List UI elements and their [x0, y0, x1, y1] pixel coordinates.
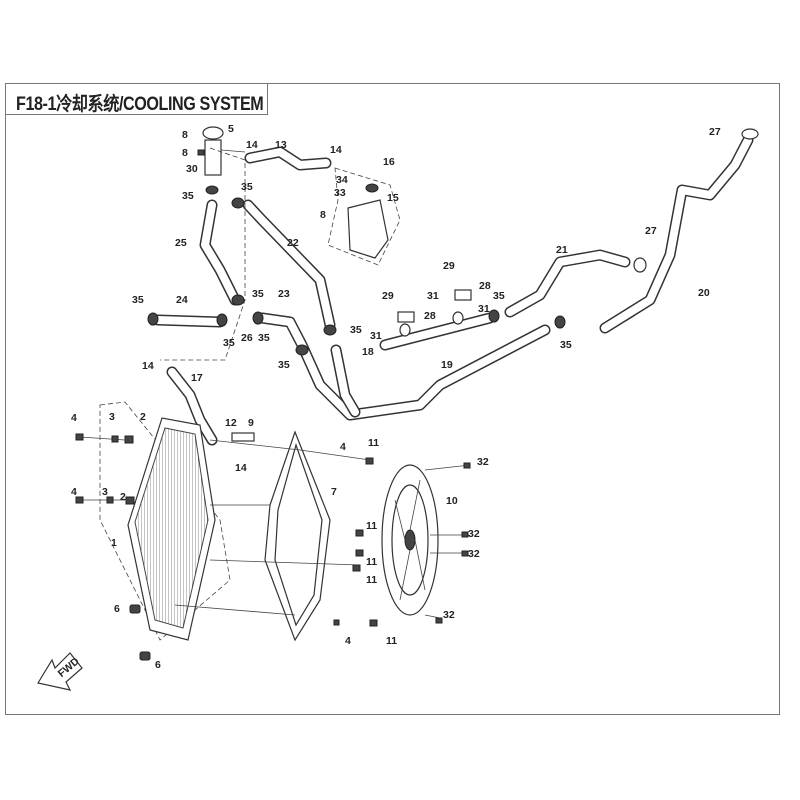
callout: 14: [330, 144, 342, 156]
callout: 14: [246, 139, 258, 151]
callout: 26: [241, 332, 253, 344]
callout: 14: [142, 360, 154, 372]
callout: 3: [109, 411, 115, 423]
callout: 32: [477, 456, 489, 468]
callout: 35: [493, 290, 505, 302]
fan-shroud: [174, 430, 371, 642]
callout: 35: [132, 294, 144, 306]
callout: 4: [71, 486, 77, 498]
callout: 7: [331, 486, 337, 498]
title-box: [5, 83, 268, 115]
callout: 4: [340, 441, 346, 453]
callout: 35: [258, 332, 270, 344]
callout: 6: [114, 603, 120, 615]
callout: 28: [479, 280, 491, 292]
callout: 22: [287, 237, 299, 249]
callout: 2: [140, 411, 146, 423]
callout: 8: [320, 209, 326, 221]
callout: 11: [366, 520, 377, 532]
callout: 34: [336, 174, 348, 186]
diagram-title: F18-1冷却系统/COOLING SYSTEM: [16, 94, 264, 115]
filler-neck: [197, 126, 246, 176]
callout: 8: [182, 147, 188, 159]
callout: 35: [278, 359, 290, 371]
callout: 19: [441, 359, 453, 371]
callout: 15: [387, 192, 399, 204]
callout: 13: [275, 139, 287, 151]
callout: 2: [120, 491, 126, 503]
callout: 16: [383, 156, 395, 168]
radiator: [79, 417, 216, 661]
callout: 35: [241, 181, 253, 193]
hose-clamps: [147, 128, 759, 356]
forward-arrow-icon: FWD: [37, 652, 83, 691]
callout: 4: [345, 635, 351, 647]
callout: 3: [102, 486, 108, 498]
callout: 18: [362, 346, 374, 358]
cooling-fan: [381, 464, 471, 619]
callout: 4: [71, 412, 77, 424]
callout: 29: [382, 290, 394, 302]
callout: 25: [175, 237, 187, 249]
callout: 30: [186, 163, 198, 175]
callout: 32: [468, 528, 480, 540]
callout: 35: [182, 190, 194, 202]
diagram-frame: [5, 83, 780, 715]
callout: 11: [366, 574, 377, 586]
callout: 32: [443, 609, 455, 621]
callout: 6: [155, 659, 161, 671]
callout: 1: [111, 537, 117, 549]
callout: 29: [443, 260, 455, 272]
callout: 9: [248, 417, 254, 429]
callout: 8: [182, 129, 188, 141]
callout: 32: [468, 548, 480, 560]
callout-labels: 5 8 8 14 13 14 30 16 34 33 15 35 35 8 25…: [71, 123, 721, 671]
callout: 28: [424, 310, 436, 322]
expansion-tank: [327, 167, 401, 266]
callout: 11: [366, 556, 377, 568]
callout: 33: [334, 187, 346, 199]
callout: 11: [386, 635, 397, 647]
callout: 12: [225, 417, 237, 429]
callout: 31: [427, 290, 439, 302]
callout: 31: [370, 330, 382, 342]
callout: 24: [176, 294, 188, 306]
callout: 23: [278, 288, 290, 300]
callout: 10: [446, 495, 458, 507]
callout: 35: [560, 339, 572, 351]
callout: 31: [478, 303, 490, 315]
callout: 27: [645, 225, 657, 237]
callout: 20: [698, 287, 710, 299]
callout: 35: [252, 288, 264, 300]
callout: 17: [191, 372, 203, 384]
callout: 5: [228, 123, 234, 135]
callout: 21: [556, 244, 568, 256]
callout: 27: [709, 126, 721, 138]
callout: 35: [350, 324, 362, 336]
hoses: [152, 134, 754, 446]
callout: 35: [223, 337, 235, 349]
callout: 14: [235, 462, 247, 474]
callout: 11: [368, 437, 379, 449]
fasteners: [75, 432, 471, 627]
